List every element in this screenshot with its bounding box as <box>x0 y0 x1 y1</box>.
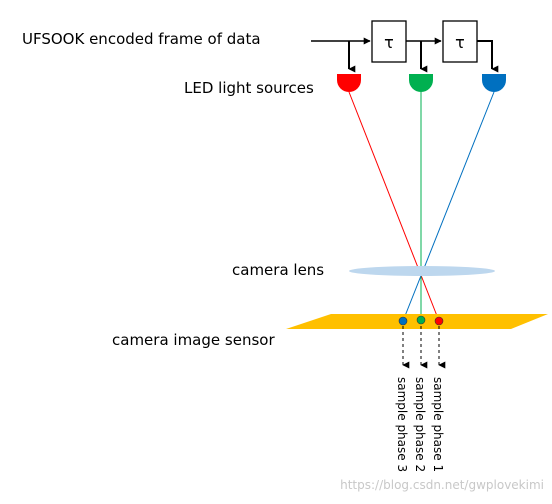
delay-symbol-1: τ <box>384 33 394 52</box>
led-blue <box>482 74 506 92</box>
sensor-label: camera image sensor <box>112 331 275 349</box>
input-label: UFSOOK encoded frame of data <box>22 30 261 48</box>
sensor-dot-green <box>416 315 426 325</box>
sensor-dot-red <box>434 316 444 326</box>
led-label: LED light sources <box>184 79 314 97</box>
camera-lens <box>349 266 495 276</box>
led-red <box>337 74 361 92</box>
blue-feed-arrow <box>477 40 499 73</box>
sample-phase-1-label: sample phase 1 <box>431 377 445 472</box>
ray-blue <box>402 91 495 322</box>
led-green <box>409 74 433 92</box>
delay-box-2 <box>442 20 478 63</box>
watermark: https://blog.csdn.net/gwplovekimi <box>340 478 544 492</box>
sample-phase-2-label: sample phase 2 <box>413 377 427 472</box>
lens-label: camera lens <box>232 261 324 279</box>
ray-red <box>348 91 440 322</box>
delay-symbol-2: τ <box>455 33 465 52</box>
sensor-dot-blue <box>398 316 408 326</box>
sample-phase-3-label: sample phase 3 <box>395 377 409 472</box>
